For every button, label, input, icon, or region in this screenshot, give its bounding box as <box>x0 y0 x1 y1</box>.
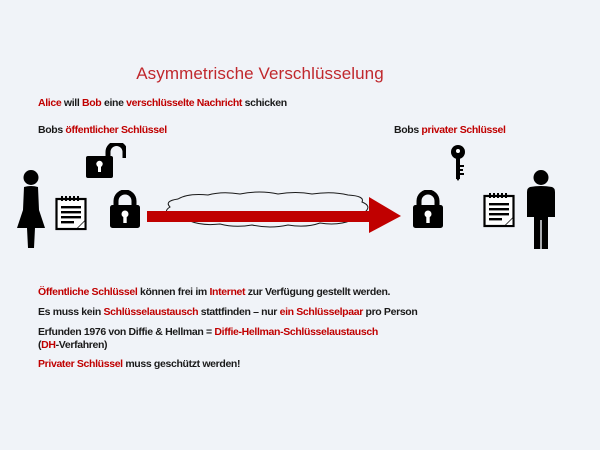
fact-public-keys: Öffentliche Schlüssel können frei im Int… <box>38 286 390 298</box>
notepad-icon <box>483 192 515 228</box>
alice-label: Alice <box>38 97 62 109</box>
fact-text: ( <box>38 339 42 351</box>
fact-text: Erfunden 1976 von Diffie & Hellman = <box>38 326 215 338</box>
public-key-label: Bobs öffentlicher Schlüssel <box>38 124 167 136</box>
label-key: privater Schlüssel <box>421 124 506 136</box>
fact-text: Es muss kein <box>38 306 104 318</box>
fact-text: stattfinden – nur <box>198 306 280 318</box>
fact-highlight: Diffie-Hellman-Schlüsselaustausch <box>214 326 378 338</box>
label-prefix: Bobs <box>394 124 422 136</box>
fact-invention: Erfunden 1976 von Diffie & Hellman = Dif… <box>38 326 378 338</box>
intro-word: schicken <box>242 97 288 109</box>
fact-highlight: Privater Schlüssel <box>38 358 123 370</box>
intro-text: Alice will Bob eine verschlüsselte Nachr… <box>38 97 287 109</box>
notepad-icon <box>55 195 87 231</box>
fact-text: pro Person <box>362 306 418 318</box>
bob-label: Bob <box>82 97 102 109</box>
slide-title: Asymmetrische Verschlüsselung <box>136 64 384 83</box>
arrow-right-icon <box>147 196 402 234</box>
fact-text: können frei im <box>137 286 210 298</box>
fact-dh-method: (DH-Verfahren) <box>38 339 108 351</box>
fact-text: -Verfahren) <box>55 339 108 351</box>
locked-padlock-icon <box>110 190 140 228</box>
intro-word: will <box>61 97 83 109</box>
person-female-icon <box>16 170 46 248</box>
intro-word: eine <box>101 97 127 109</box>
fact-text: muss geschützt werden! <box>122 358 241 370</box>
key-icon <box>450 145 468 181</box>
person-male-icon <box>527 170 555 249</box>
fact-key-exchange: Es muss kein Schlüsselaustausch stattfin… <box>38 306 418 318</box>
private-key-label: Bobs privater Schlüssel <box>394 124 506 136</box>
message-label: verschlüsselte Nachricht <box>126 97 243 109</box>
locked-padlock-icon <box>413 190 443 228</box>
unlocked-padlock-icon <box>86 143 126 179</box>
label-prefix: Bobs <box>38 124 66 136</box>
fact-highlight: Öffentliche Schlüssel <box>38 286 138 298</box>
label-key: öffentlicher Schlüssel <box>65 124 167 136</box>
fact-highlight: Internet <box>209 286 246 298</box>
fact-private-key: Privater Schlüssel muss geschützt werden… <box>38 358 241 370</box>
fact-highlight: ein Schlüsselpaar <box>279 306 364 318</box>
fact-text: zur Verfügung gestellt werden. <box>245 286 391 298</box>
fact-highlight: DH <box>41 339 56 351</box>
fact-highlight: Schlüsselaustausch <box>103 306 199 318</box>
